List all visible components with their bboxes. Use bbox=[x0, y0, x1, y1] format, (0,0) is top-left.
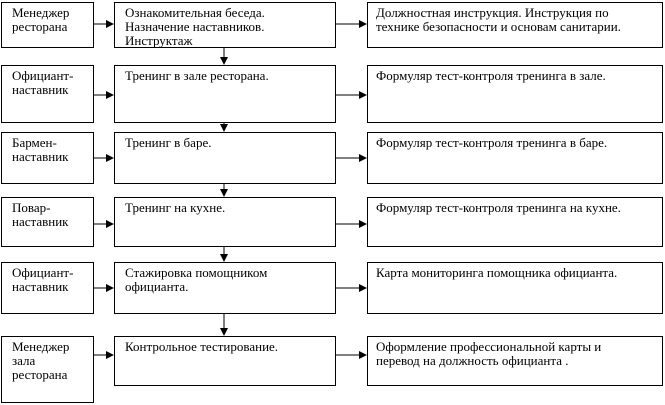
activity-box-2: Тренинг в зале ресторана. bbox=[114, 65, 336, 123]
role-box-2: Официант- наставник bbox=[1, 65, 94, 123]
document-box-6: Оформление профессиональной карты и пере… bbox=[367, 336, 663, 386]
activity-box-3: Тренинг в баре. bbox=[114, 132, 336, 184]
role-box-3: Бармен- наставник bbox=[1, 132, 94, 184]
document-box-1: Должностная инструкция. Инструкция по те… bbox=[367, 2, 663, 48]
role-text-line: Повар- bbox=[12, 200, 51, 215]
role-text-line: ресторана bbox=[12, 367, 68, 382]
activity-text-line: Тренинг в зале ресторана. bbox=[125, 68, 269, 83]
activity-text-line: Тренинг в баре. bbox=[125, 135, 212, 150]
role-text-line: зала bbox=[12, 353, 36, 368]
document-text-line: Формуляр тест-контроля тренинга на кухне… bbox=[376, 200, 621, 215]
document-box-2: Формуляр тест-контроля тренинга в зале. bbox=[367, 65, 663, 123]
document-text-line: Оформление профессиональной карты и bbox=[376, 339, 602, 354]
activity-box-1: Ознакомительная беседа. Назначение наста… bbox=[114, 2, 336, 48]
activity-box-5: Стажировка помощником официанта. bbox=[114, 262, 336, 314]
document-box-4: Формуляр тест-контроля тренинга на кухне… bbox=[367, 197, 663, 247]
activity-text-line: Стажировка помощником bbox=[125, 265, 268, 280]
role-text-line: наставник bbox=[12, 214, 69, 229]
activity-text-line: Контрольное тестирование. bbox=[125, 339, 279, 354]
role-text-line: Официант- bbox=[12, 68, 74, 83]
activity-text-line: Назначение наставников. bbox=[125, 19, 265, 34]
document-text-line: технике безопасности и основам санитарии… bbox=[376, 19, 621, 34]
document-text-line: перевод на должность официанта . bbox=[376, 353, 569, 368]
role-box-6: Менеджер зала ресторана bbox=[1, 336, 94, 403]
role-text-line: ресторана bbox=[12, 19, 68, 34]
role-text-line: Менеджер bbox=[12, 5, 70, 20]
activity-text-line: Тренинг на кухне. bbox=[125, 200, 226, 215]
document-box-5: Карта мониторинга помощника официанта. bbox=[367, 262, 663, 314]
role-text-line: Менеджер bbox=[12, 339, 70, 354]
document-box-3: Формуляр тест-контроля тренинга в баре. bbox=[367, 132, 663, 184]
activity-text-line: официанта. bbox=[125, 279, 189, 294]
activity-box-6: Контрольное тестирование. bbox=[114, 336, 336, 386]
document-text-line: Должностная инструкция. Инструкция по bbox=[376, 5, 609, 20]
role-box-1: Менеджер ресторана bbox=[1, 2, 94, 48]
activity-text-line: Ознакомительная беседа. bbox=[125, 5, 265, 20]
activity-box-4: Тренинг на кухне. bbox=[114, 197, 336, 247]
document-text-line: Формуляр тест-контроля тренинга в зале. bbox=[376, 68, 606, 83]
role-text-line: Официант- bbox=[12, 265, 74, 280]
role-text-line: Бармен- bbox=[12, 135, 57, 150]
role-text-line: наставник bbox=[12, 82, 69, 97]
document-text-line: Карта мониторинга помощника официанта. bbox=[376, 265, 618, 280]
role-text-line: наставник bbox=[12, 149, 69, 164]
role-box-4: Повар- наставник bbox=[1, 197, 94, 247]
document-text-line: Формуляр тест-контроля тренинга в баре. bbox=[376, 135, 608, 150]
role-text-line: наставник bbox=[12, 279, 69, 294]
role-box-5: Официант- наставник bbox=[1, 262, 94, 314]
activity-text-line: Инструктаж bbox=[125, 33, 193, 48]
